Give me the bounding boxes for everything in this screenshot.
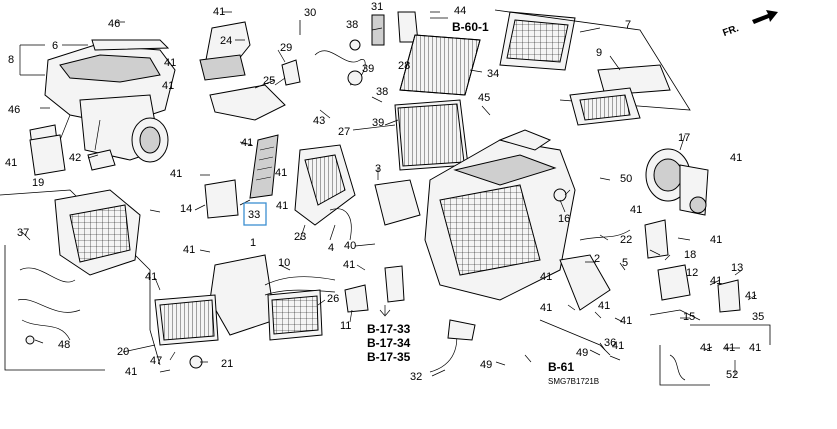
callout-41: 41 [620, 315, 632, 327]
callout-6: 6 [52, 40, 58, 52]
callout-30: 30 [304, 7, 316, 19]
callout-3: 3 [375, 163, 381, 175]
callout-46: 46 [8, 104, 20, 116]
callout-41: 41 [276, 200, 288, 212]
callout-49: 49 [576, 347, 588, 359]
callout-26: 26 [327, 293, 339, 305]
callout-23: 23 [294, 231, 306, 243]
highlight-33 [243, 202, 267, 226]
callout-24: 24 [220, 35, 232, 47]
callout-28: 28 [398, 60, 410, 72]
callout-46: 46 [108, 18, 120, 30]
callout-48: 48 [58, 339, 70, 351]
hvac-housing [424, 129, 576, 301]
ref-b61: B-61 [548, 360, 574, 374]
callout-41: 41 [241, 137, 253, 149]
duct-25 [209, 84, 286, 121]
callout-19: 19 [32, 177, 44, 189]
callout-41: 41 [598, 300, 610, 312]
blower-motor-17 [645, 148, 709, 216]
forward-direction-indicator: FR. [721, 10, 778, 39]
callout-41: 41 [213, 6, 225, 18]
callout-41: 41 [612, 340, 624, 352]
lower-case-assembly [54, 189, 141, 276]
callout-41: 41 [723, 342, 735, 354]
fr-label: FR. [721, 23, 740, 39]
callout-45: 45 [478, 92, 490, 104]
callout-15: 15 [683, 311, 695, 323]
callout-41: 41 [170, 168, 182, 180]
callout-25: 25 [263, 75, 275, 87]
callout-38: 38 [346, 19, 358, 31]
callout-32: 32 [410, 371, 422, 383]
callout-36: 36 [604, 337, 616, 349]
ref-b17-33: B-17-33 [367, 322, 411, 336]
callout-40: 40 [344, 240, 356, 252]
callout-41: 41 [275, 167, 287, 179]
callout-41: 41 [730, 152, 742, 164]
callout-50: 50 [620, 173, 632, 185]
callout-39: 39 [372, 117, 384, 129]
callout-41: 41 [5, 157, 17, 169]
callout-41: 41 [162, 80, 174, 92]
callout-52: 52 [726, 369, 738, 381]
callout-43: 43 [313, 115, 325, 127]
callout-8: 8 [8, 54, 14, 66]
callout-1: 1 [250, 237, 256, 249]
callout-41: 41 [700, 342, 712, 354]
callout-41: 41 [145, 271, 157, 283]
callout-29: 29 [280, 42, 292, 54]
callout-4: 4 [328, 242, 334, 254]
callout-41: 41 [343, 259, 355, 271]
callout-5: 5 [622, 257, 628, 269]
callout-13: 13 [731, 262, 743, 274]
callout-41: 41 [630, 204, 642, 216]
callout-41: 41 [164, 57, 176, 69]
callout-41: 41 [183, 244, 195, 256]
callout-16: 16 [558, 213, 570, 225]
callout-42: 42 [69, 152, 81, 164]
callout-41: 41 [710, 234, 722, 246]
forward-arrow-icon [752, 10, 778, 24]
callout-35: 35 [752, 311, 764, 323]
callout-41: 41 [710, 275, 722, 287]
callout-34: 34 [487, 68, 499, 80]
ref-b17-35: B-17-35 [367, 350, 411, 364]
callout-18: 18 [684, 249, 696, 261]
callout-14: 14 [180, 203, 192, 215]
callout-10: 10 [278, 257, 290, 269]
callout-2: 2 [594, 253, 600, 265]
upper-case-assembly [29, 39, 176, 169]
callout-21: 21 [221, 358, 233, 370]
diagram-code: SMG7B1721B [548, 377, 599, 386]
callout-49: 49 [480, 359, 492, 371]
callout-37: 37 [17, 227, 29, 239]
callout-17: 17 [678, 132, 690, 144]
callout-11: 11 [340, 320, 351, 332]
callout-7: 7 [625, 19, 631, 31]
callout-27: 27 [338, 126, 350, 138]
callout-33: 33 [248, 209, 260, 221]
callout-44: 44 [454, 5, 466, 17]
actuator-33 [249, 134, 279, 199]
callout-31: 31 [371, 1, 383, 13]
callout-39: 39 [362, 63, 374, 75]
callout-12: 12 [686, 267, 698, 279]
callout-41: 41 [745, 290, 757, 302]
callout-41: 41 [749, 342, 761, 354]
callout-9: 9 [596, 47, 602, 59]
callout-47: 47 [150, 355, 162, 367]
callout-22: 22 [620, 234, 632, 246]
callout-41: 41 [125, 366, 137, 378]
ref-b60-1: B-60-1 [452, 20, 489, 34]
callout-41: 41 [540, 302, 552, 314]
callout-41: 41 [540, 271, 552, 283]
callout-20: 20 [117, 346, 129, 358]
ref-b17-34: B-17-34 [367, 336, 411, 350]
callout-38: 38 [376, 86, 388, 98]
